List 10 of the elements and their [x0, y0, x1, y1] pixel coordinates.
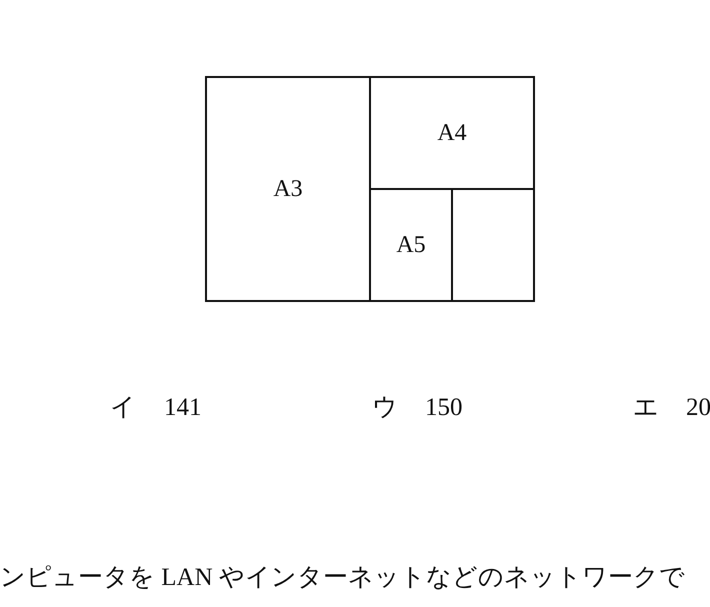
size-label: A5 — [396, 233, 426, 257]
option-letter: エ — [633, 395, 659, 420]
size-label: A3 — [273, 177, 303, 201]
option-letter: ウ — [372, 395, 398, 420]
size-label: A4 — [437, 121, 467, 145]
option-value: 150 — [425, 395, 462, 420]
option-value: 20 — [686, 395, 710, 420]
option-letter: イ — [110, 395, 136, 420]
option-value: 141 — [164, 395, 202, 420]
body-text: ンピュータを LAN やインターネットなどのネットワークで — [0, 565, 685, 590]
